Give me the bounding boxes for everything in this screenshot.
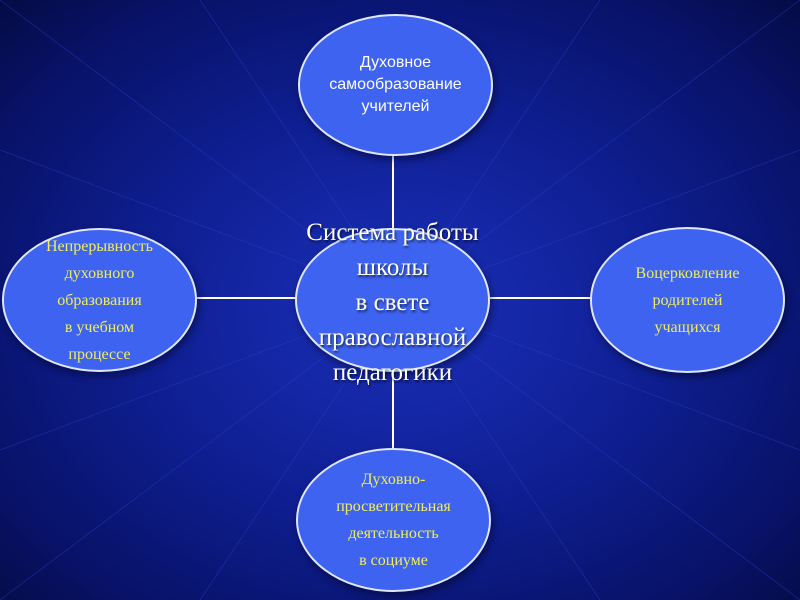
node-center xyxy=(295,228,490,372)
node-bottom: Духовно- просветительная деятельность в … xyxy=(296,448,491,592)
center-title: Система работы школы в свете православно… xyxy=(306,219,479,386)
node-bottom-label: Духовно- просветительная деятельность в … xyxy=(336,471,451,569)
node-right-label: Воцерковление родителей учащихся xyxy=(635,264,740,336)
node-top-label: Духовное самообразование учителей xyxy=(329,54,462,115)
node-left-label: Непрерывность духовного образования в уч… xyxy=(46,237,153,363)
node-right: Воцерковление родителей учащихся xyxy=(590,227,785,373)
node-top: Духовное самообразование учителей xyxy=(298,14,493,156)
node-left: Непрерывность духовного образования в уч… xyxy=(2,228,197,372)
